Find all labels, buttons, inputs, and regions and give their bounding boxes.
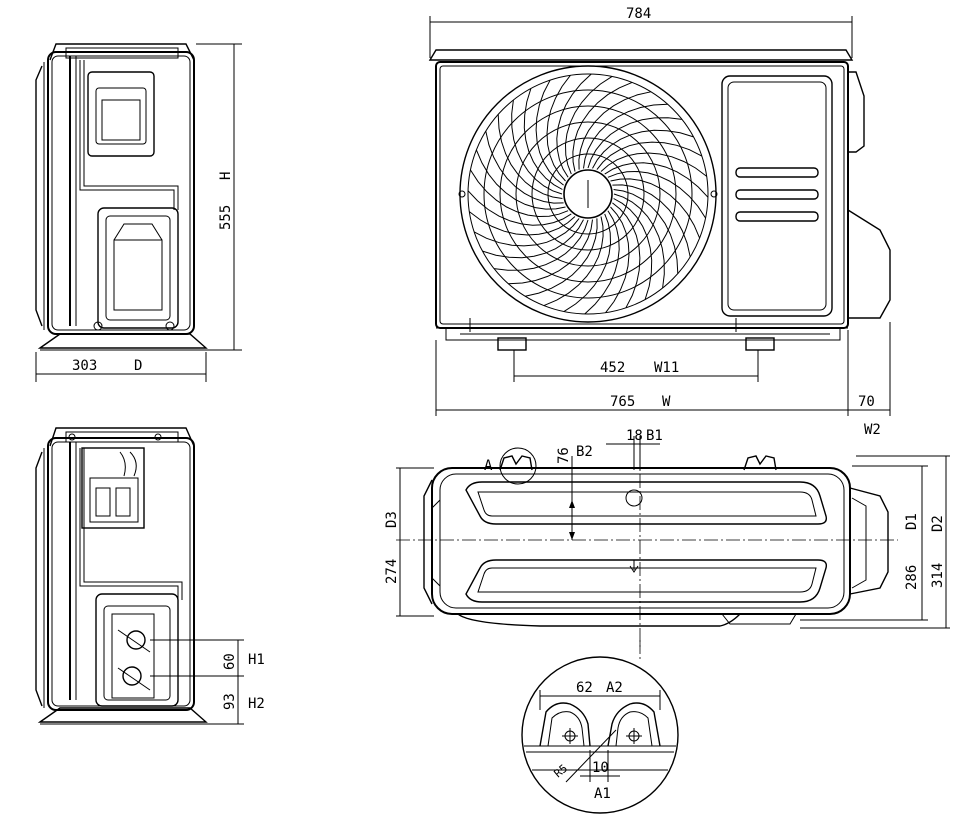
grille-spoke <box>523 88 563 190</box>
grille-spoke <box>482 219 584 259</box>
grille-spoke <box>612 202 641 309</box>
d3-code: D3 <box>384 511 400 528</box>
grille-spoke <box>469 169 569 218</box>
dim-top-width: 784 <box>429 6 853 58</box>
grille-spoke <box>535 79 564 186</box>
grille-spoke <box>612 184 691 257</box>
height-code: H <box>218 172 234 180</box>
h1-code: H1 <box>248 652 265 668</box>
grille-spoke <box>596 141 703 170</box>
radius-value: R5 <box>552 762 571 780</box>
w11-code: W11 <box>654 360 679 376</box>
w11-value: 452 <box>600 360 625 376</box>
grille-spoke <box>572 81 633 172</box>
grille-spoke <box>475 149 566 210</box>
grille-spoke <box>584 210 620 315</box>
b1-code: B1 <box>646 428 663 444</box>
grille-spoke <box>543 216 604 307</box>
depth-code: D <box>134 358 142 374</box>
d1-code: D1 <box>904 513 920 530</box>
dim-w: 765 W 70 W2 <box>435 322 891 438</box>
dim-detail: 62 A2 10 A1 R5 <box>539 680 661 802</box>
h2-code: H2 <box>248 696 265 712</box>
d2-code: D2 <box>930 515 946 532</box>
grille-spoke <box>592 129 694 169</box>
h1-value: 60 <box>222 653 238 670</box>
grille-spoke <box>613 198 653 300</box>
d2-value: 314 <box>930 563 946 588</box>
fan-grille <box>458 65 718 323</box>
dim-top-view: 76 B2 18 B1 A D3 274 D1 286 D2 314 <box>384 428 950 629</box>
grille-spoke <box>578 91 651 170</box>
side-view <box>35 43 208 351</box>
b1-value: 18 <box>626 428 643 444</box>
grille-spoke <box>473 218 580 247</box>
a2-code: A2 <box>606 680 623 696</box>
a2-value: 62 <box>576 680 593 696</box>
grille-spoke <box>564 75 613 175</box>
dim-h1-h2: 60 H1 93 H2 <box>150 639 265 725</box>
grille-spoke <box>493 219 589 271</box>
grille-spoke <box>497 114 563 199</box>
w2-code: W2 <box>864 422 881 438</box>
dim-depth: 303 D <box>35 352 207 382</box>
depth-value: 303 <box>72 358 97 374</box>
grille-spoke <box>607 170 707 219</box>
grille-spoke <box>485 131 564 204</box>
grille-spoke <box>583 103 668 169</box>
grille-spoke <box>600 152 707 177</box>
grille-spoke <box>556 73 592 178</box>
grille-spoke <box>604 162 709 198</box>
grille-spoke <box>613 193 665 289</box>
grille-spoke <box>605 206 630 313</box>
b2-value: 76 <box>556 447 572 464</box>
detail-label: A <box>484 458 493 474</box>
grille-spoke <box>511 99 563 195</box>
front-view <box>428 49 891 351</box>
detail-a <box>521 640 679 814</box>
w-code: W <box>662 394 671 410</box>
grille-spoke <box>610 178 701 239</box>
w2-value: 70 <box>858 394 875 410</box>
w-value: 765 <box>610 394 635 410</box>
grille-spoke <box>525 218 598 297</box>
dim-w11: 452 W11 <box>513 350 759 382</box>
dim-height: 555 H <box>196 43 242 351</box>
h2-value: 93 <box>222 693 238 710</box>
side-view-pipes <box>35 427 208 725</box>
grille-spoke <box>563 213 612 313</box>
height-value: 555 <box>218 205 234 230</box>
b2-code: B2 <box>576 444 593 460</box>
a1-value: 10 <box>592 760 609 776</box>
grille-spoke <box>546 75 571 182</box>
grille-spoke <box>469 211 576 236</box>
top-view <box>396 447 898 650</box>
a1-code: A1 <box>594 786 611 802</box>
top-width-value: 784 <box>626 6 651 22</box>
d3-value: 274 <box>384 559 400 584</box>
grille-spoke <box>467 190 572 226</box>
grille-spoke <box>613 189 679 274</box>
d1-value: 286 <box>904 565 920 590</box>
grille-spoke <box>508 219 593 285</box>
grille-spoke <box>587 117 683 169</box>
